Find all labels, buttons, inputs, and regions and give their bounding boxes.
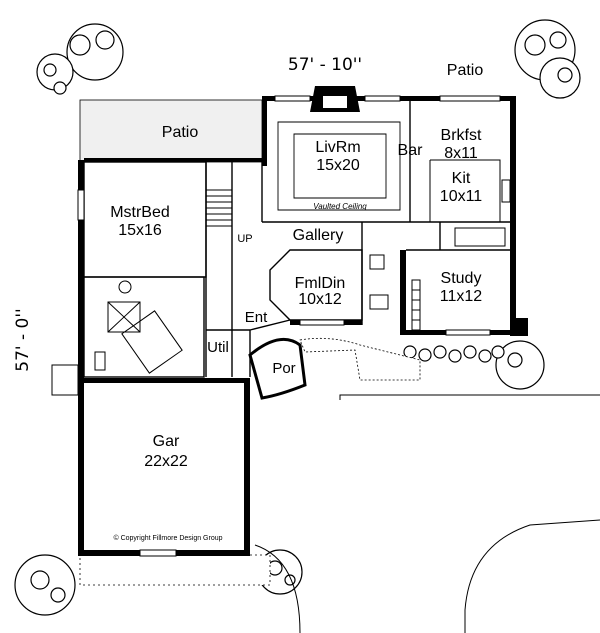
bar-label: Bar bbox=[398, 142, 424, 159]
study-size: 11x12 bbox=[440, 288, 483, 305]
vaulted-ceiling-label: Vaulted Ceiling bbox=[313, 202, 367, 211]
master-bed-name: MstrBed bbox=[110, 204, 170, 221]
vaulted-ceiling-outline bbox=[277, 121, 401, 211]
study-name: Study bbox=[441, 270, 482, 287]
driveway bbox=[339, 394, 600, 400]
garage-size: 22x22 bbox=[144, 453, 188, 470]
living-room-name: LivRm bbox=[315, 139, 360, 156]
patio-left-area bbox=[79, 99, 263, 163]
windows bbox=[77, 95, 501, 557]
patio-left-label: Patio bbox=[162, 124, 199, 141]
tree-top-right-icon bbox=[514, 19, 581, 99]
breakfast-name: Brkfst bbox=[441, 127, 482, 144]
entry-label: Ent bbox=[245, 309, 268, 326]
depth-dimension: 57' - 0'' bbox=[13, 308, 33, 371]
bath-fixtures bbox=[94, 254, 389, 374]
staircase bbox=[205, 189, 421, 331]
tree-top-left-icon bbox=[36, 23, 124, 95]
garage-name: Gar bbox=[153, 433, 180, 450]
patio-top-label: Patio bbox=[447, 62, 484, 79]
tree-bottom-left-icon bbox=[14, 554, 76, 616]
kitchen-name: Kit bbox=[452, 170, 471, 187]
shrub-row-right-icon bbox=[403, 340, 545, 390]
porch-label: Por bbox=[272, 360, 295, 377]
kitchen-size: 10x11 bbox=[440, 188, 483, 205]
breakfast-size: 8x11 bbox=[444, 145, 478, 162]
porch bbox=[248, 337, 307, 400]
kitchen-counters bbox=[429, 159, 511, 247]
master-bed-size: 15x16 bbox=[118, 222, 162, 239]
copyright-note: © Copyright Fillmore Design Group bbox=[113, 534, 222, 542]
dining-size: 10x12 bbox=[298, 291, 342, 308]
planting-bed bbox=[79, 337, 421, 586]
utility-label: Util bbox=[207, 339, 229, 356]
dining-name: FmlDin bbox=[295, 275, 346, 292]
up-label: UP bbox=[237, 233, 252, 245]
living-room-size: 15x20 bbox=[316, 157, 360, 174]
gallery-label: Gallery bbox=[293, 227, 344, 244]
width-dimension: 57' - 10'' bbox=[288, 55, 362, 75]
ac-pad bbox=[51, 364, 79, 396]
